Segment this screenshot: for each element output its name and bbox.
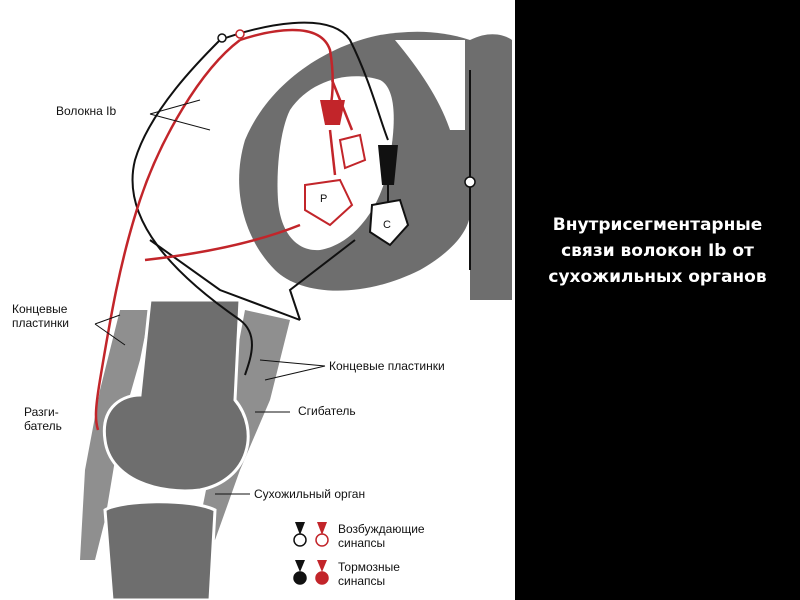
label-neuron-p: Р <box>320 192 327 206</box>
legend-excitatory-label: Возбуждающие синапсы <box>338 522 425 550</box>
neural-pathway-figure: Волокна Ib Концевые пластинки Концевые п… <box>0 0 515 600</box>
inhibitory-symbol-red <box>317 560 327 572</box>
legend-symbols <box>294 522 328 584</box>
label-tendon-organ: Сухожильный орган <box>254 487 365 501</box>
title-panel: Внутрисегментарные связи волокон Ib от с… <box>515 0 800 600</box>
legend-inhibitory-label: Тормозные синапсы <box>338 560 400 588</box>
black-fiber-ending <box>218 34 226 42</box>
label-flexor: Сгибатель <box>298 404 356 418</box>
label-end-plates-right: Концевые пластинки <box>329 359 445 373</box>
diagram-graphics <box>0 0 515 600</box>
slide-title: Внутрисегментарные связи волокон Ib от с… <box>527 212 788 290</box>
label-end-plates-left: Концевые пластинки <box>12 302 69 330</box>
label-fibers-ib: Волокна Ib <box>56 104 116 118</box>
central-canal <box>465 177 475 187</box>
label-neuron-c: С <box>383 218 391 232</box>
red-fiber-ending <box>236 30 244 38</box>
label-extensor: Разги- батель <box>24 405 62 433</box>
inhibitory-symbol-black <box>295 560 305 572</box>
excitatory-symbol-black <box>295 522 305 535</box>
lower-bone <box>105 502 215 600</box>
excitatory-symbol-red <box>317 522 327 535</box>
